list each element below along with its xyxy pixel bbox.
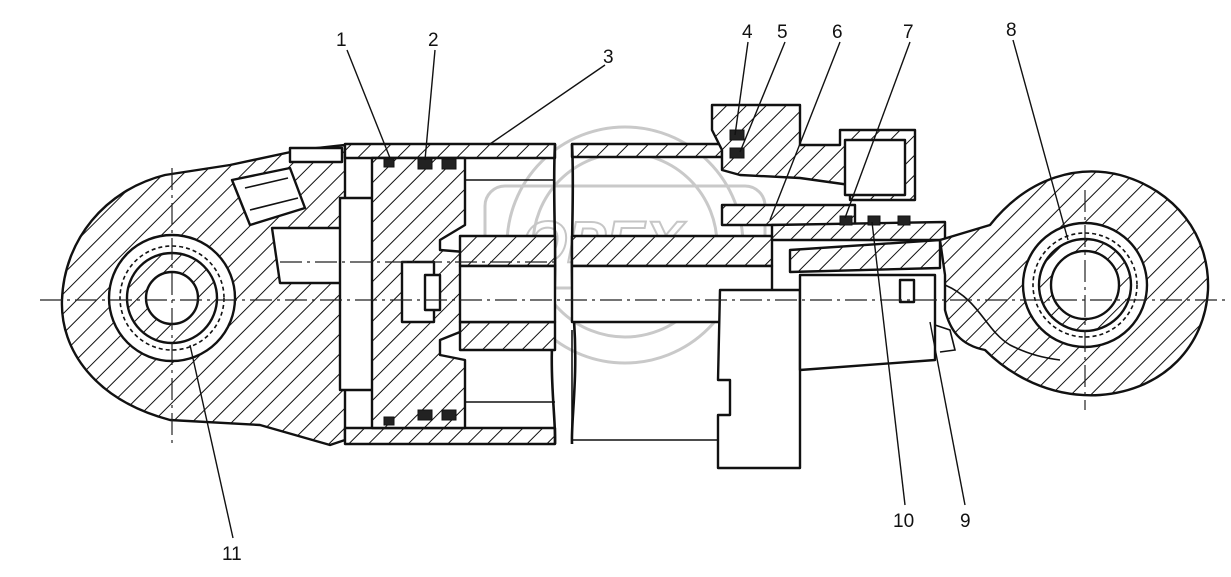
callout-11: 11	[222, 544, 242, 565]
callout-8: 8	[1006, 20, 1017, 41]
callout-1: 1	[336, 30, 347, 51]
callout-labels: 1 2 3 4 5 6 7 8 9 10 11	[222, 20, 1017, 565]
callout-9: 9	[960, 511, 971, 532]
center-lines	[40, 168, 1225, 445]
left-end-cap	[60, 143, 347, 447]
callout-4: 4	[742, 22, 753, 43]
callout-6: 6	[832, 22, 843, 43]
right-rod-eye	[934, 170, 1210, 397]
callout-2: 2	[428, 30, 439, 51]
cylinder-barrel	[343, 142, 724, 446]
rod-gland-housing	[710, 103, 947, 470]
callout-10: 10	[893, 511, 914, 532]
piston-rod	[458, 234, 774, 441]
piston-assembly	[338, 156, 555, 430]
leader-lines	[189, 39, 1069, 539]
callout-7: 7	[903, 22, 914, 43]
callout-5: 5	[777, 22, 788, 43]
callout-3: 3	[603, 47, 614, 68]
